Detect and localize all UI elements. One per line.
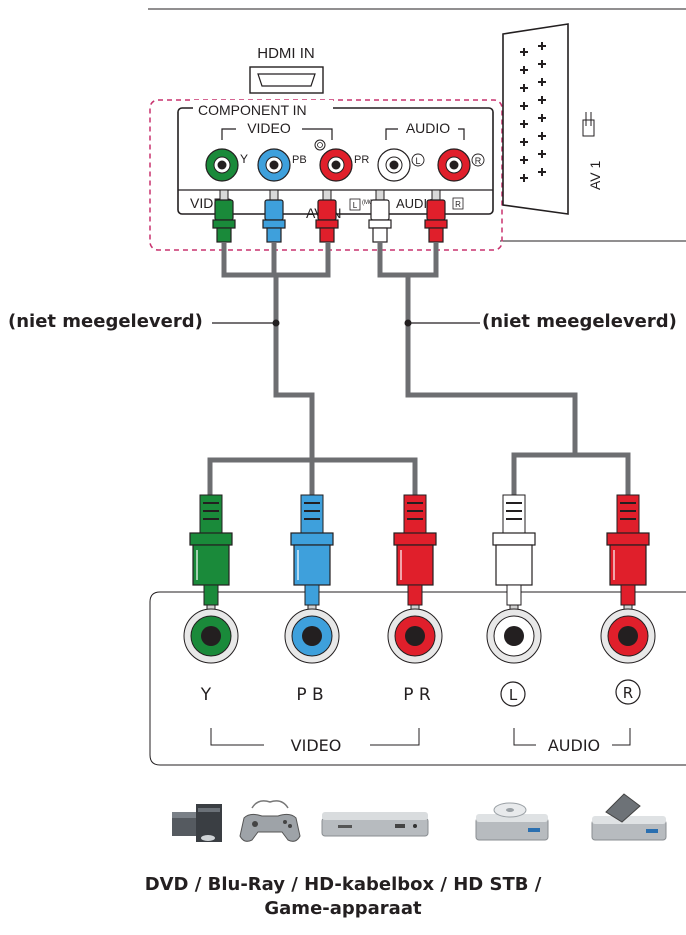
jack-r-label: R	[475, 156, 482, 166]
component-in-label: COMPONENT IN	[198, 102, 307, 118]
device-jack-pb[interactable]	[284, 608, 340, 664]
device-jack-audio-l[interactable]	[486, 608, 542, 664]
desktop-pc-icon	[172, 804, 222, 842]
jack-pb[interactable]	[257, 148, 291, 182]
av1-label: AV 1	[587, 160, 603, 190]
device-jack-audio-r[interactable]	[600, 608, 656, 664]
set-top-box-icon	[591, 793, 667, 841]
tv-plug-pr	[315, 189, 339, 243]
cable-note-right: (niet meegeleverd)	[482, 311, 677, 332]
component-highlight-box	[149, 99, 503, 251]
device-jack-y[interactable]	[183, 608, 239, 664]
jack-y[interactable]	[205, 148, 239, 182]
jack-audio-r[interactable]	[437, 148, 471, 182]
device-audio-group-label: AUDIO	[548, 736, 600, 755]
audio-group-label: AUDIO	[406, 120, 450, 136]
device-plug-pr	[393, 494, 437, 622]
device-pr-label: P R	[403, 685, 431, 705]
jack-pr-label: PR	[354, 154, 369, 166]
cables	[207, 242, 631, 495]
dvd-player-icon	[475, 802, 549, 841]
device-pb-label: P B	[296, 685, 323, 705]
device-caption-line1: DVD / Blu-Ray / HD-kabelbox / HD STB /	[144, 874, 542, 895]
gamepad-icon	[239, 800, 301, 842]
jack-pr[interactable]	[319, 148, 353, 182]
svg-text:L: L	[353, 201, 358, 210]
jack-l-label: L	[415, 156, 420, 166]
device-jack-pr[interactable]	[387, 608, 443, 664]
device-caption-line2: Game-apparaat	[264, 898, 422, 919]
video-group-label: VIDEO	[247, 120, 291, 136]
device-plug-y	[189, 494, 233, 622]
hdmi-port[interactable]	[249, 66, 324, 94]
tv-plug-pb	[262, 189, 286, 243]
scart-icon	[582, 112, 595, 137]
svg-text:R: R	[455, 200, 461, 209]
device-panel	[149, 591, 686, 766]
device-plug-pb	[290, 494, 334, 622]
device-y-label: Y	[200, 685, 212, 705]
device-video-group-label: VIDEO	[291, 736, 342, 755]
jack-pb-label: PB	[292, 154, 307, 166]
device-l-label: L	[509, 686, 518, 704]
device-r-label: R	[623, 684, 633, 702]
bluray-player-icon	[321, 812, 429, 837]
jack-y-label: Y	[240, 152, 248, 166]
scart-port[interactable]	[502, 23, 569, 215]
cable-note-left: (niet meegeleverd)	[8, 311, 203, 332]
tv-plug-audio-l	[368, 189, 392, 243]
jack-audio-l[interactable]	[377, 148, 411, 182]
hdmi-in-label: HDMI IN	[257, 45, 315, 62]
